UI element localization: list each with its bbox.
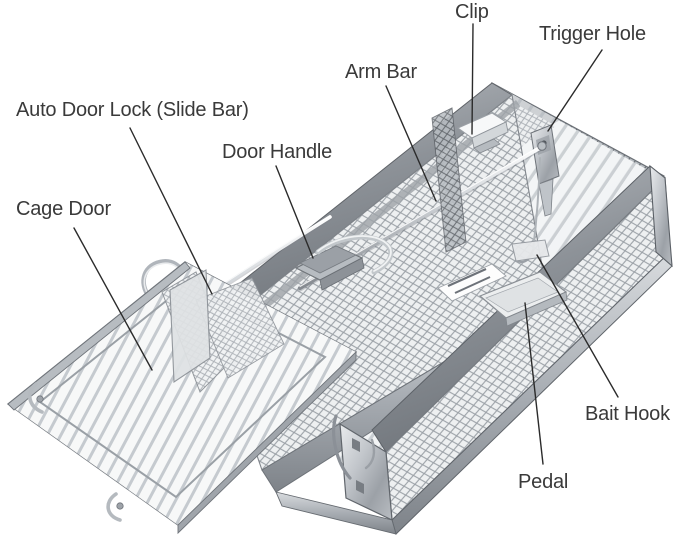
- cage-door-mesh-strip-2: [195, 277, 285, 379]
- clip-part: [456, 112, 509, 154]
- cage-inner-divider: [431, 107, 467, 253]
- cage-corner-wire: [332, 414, 352, 480]
- pedal-part: [478, 271, 568, 327]
- label-arm-bar: Arm Bar: [345, 61, 417, 83]
- bait-card: [437, 263, 507, 302]
- label-door-handle: Door Handle: [222, 141, 333, 163]
- cage-corner-clip-wire: [364, 438, 376, 470]
- cage-corner-rivet-bottom: [356, 480, 364, 494]
- cage-bottom-tray: [275, 491, 397, 535]
- label-bait-hook: Bait Hook: [585, 403, 670, 425]
- leader-door-handle: [275, 165, 314, 259]
- label-pedal: Pedal: [518, 471, 569, 493]
- leader-clip: [471, 23, 474, 135]
- door-handle-part: [294, 234, 394, 291]
- label-auto-door-lock: Auto Door Lock (Slide Bar): [16, 99, 249, 121]
- bait-hook-part: [511, 157, 550, 264]
- label-trigger-hole: Trigger Hole: [539, 23, 646, 45]
- cage-corner-rivet-top: [352, 438, 360, 452]
- cage-door-upright-plate: [169, 269, 211, 383]
- leader-bait-hook: [536, 254, 619, 398]
- leader-trigger-hole: [547, 49, 603, 132]
- leader-lines: [73, 23, 619, 465]
- leader-arm-bar: [385, 85, 437, 202]
- door-rivet-2: [116, 502, 124, 510]
- label-cage-door: Cage Door: [16, 198, 111, 220]
- leader-pedal: [524, 302, 544, 465]
- door-rivet-1: [36, 395, 44, 403]
- label-clip: Clip: [455, 1, 489, 23]
- leader-cage-door: [73, 227, 153, 371]
- cage-far-corner-post: [649, 164, 673, 268]
- leader-auto-door-lock: [129, 127, 213, 295]
